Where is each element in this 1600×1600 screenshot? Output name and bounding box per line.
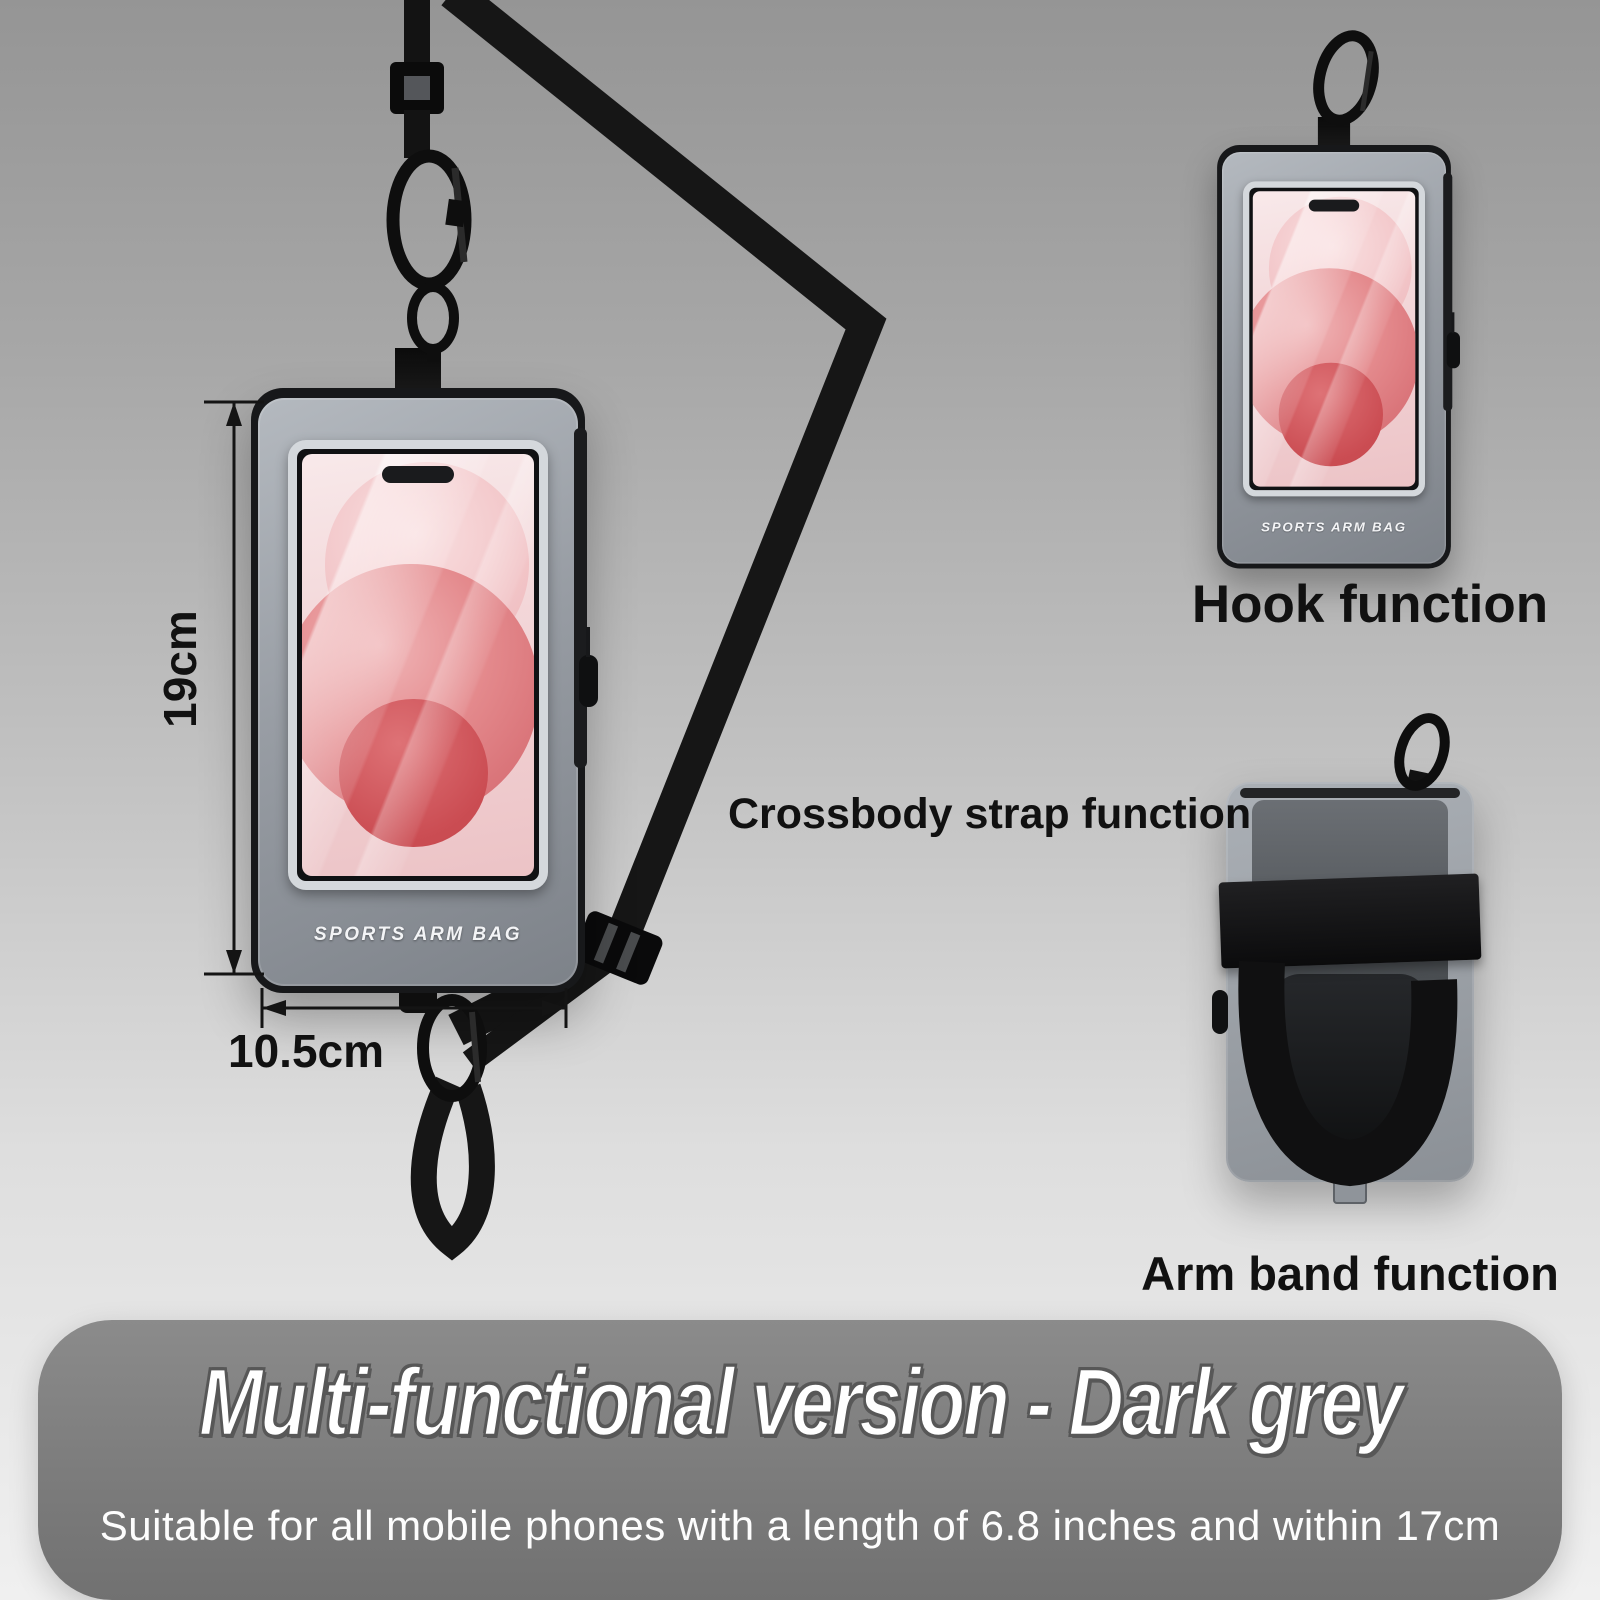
phone-notch bbox=[1308, 199, 1360, 212]
hook-function-label: Hook function bbox=[1191, 575, 1549, 634]
screen-glare bbox=[1252, 191, 1416, 487]
pouch-brand-text: SPORTS ARM BAG bbox=[1261, 520, 1407, 535]
zipper-pull bbox=[579, 627, 598, 707]
armband-pocket bbox=[1272, 974, 1428, 1166]
zipper-tape bbox=[1443, 173, 1453, 411]
carabiner-hook-main bbox=[386, 149, 472, 291]
banner-subtitle: Suitable for all mobile phones with a le… bbox=[99, 1502, 1501, 1549]
zipper-tape bbox=[574, 428, 587, 768]
armband-bottom-tab bbox=[1333, 1180, 1367, 1204]
pouch-window-bezel bbox=[288, 440, 548, 890]
width-dimension-label: 10.5cm bbox=[228, 1025, 385, 1077]
pouch-window-bezel bbox=[1243, 181, 1425, 497]
phone-notch bbox=[382, 466, 454, 483]
banner-title: Multi-functional version - Dark grey bbox=[198, 1348, 1405, 1458]
armband-zipper-trim bbox=[1240, 788, 1460, 798]
pouch-front-panel: SPORTS ARM BAG bbox=[258, 398, 578, 986]
phone-pouch-main: SPORTS ARM BAG bbox=[251, 348, 598, 1013]
carabiner-hook-small-pouch bbox=[1313, 30, 1379, 126]
pouch-front-panel: SPORTS ARM BAG bbox=[1222, 152, 1446, 564]
armband-pouch bbox=[1212, 782, 1482, 1204]
top-hanging-strap bbox=[390, 0, 444, 158]
strap-adjuster-buckle bbox=[573, 911, 663, 985]
zipper-pull bbox=[1446, 312, 1460, 369]
armband-zipper-pull bbox=[1212, 990, 1228, 1034]
armband-shell bbox=[1212, 782, 1482, 1204]
pouch-brand-text: SPORTS ARM BAG bbox=[313, 924, 523, 945]
phone-screen bbox=[1252, 191, 1416, 487]
armband-function-label: Arm band function bbox=[1141, 1247, 1559, 1300]
phone-screen bbox=[302, 454, 534, 876]
carabiner-hook-bottom bbox=[417, 994, 487, 1102]
armband-strap-band bbox=[1218, 873, 1482, 969]
product-banner: Multi-functional version - Dark grey Sui… bbox=[38, 1320, 1562, 1600]
height-dimension-label: 19cm bbox=[154, 610, 206, 728]
carabiner-hook-armband bbox=[1394, 713, 1450, 791]
screen-glare bbox=[302, 454, 534, 876]
crossbody-function-label: Crossbody strap function bbox=[728, 790, 1252, 838]
phone-pouch-hook-view: SPORTS ARM BAG bbox=[1217, 117, 1460, 569]
